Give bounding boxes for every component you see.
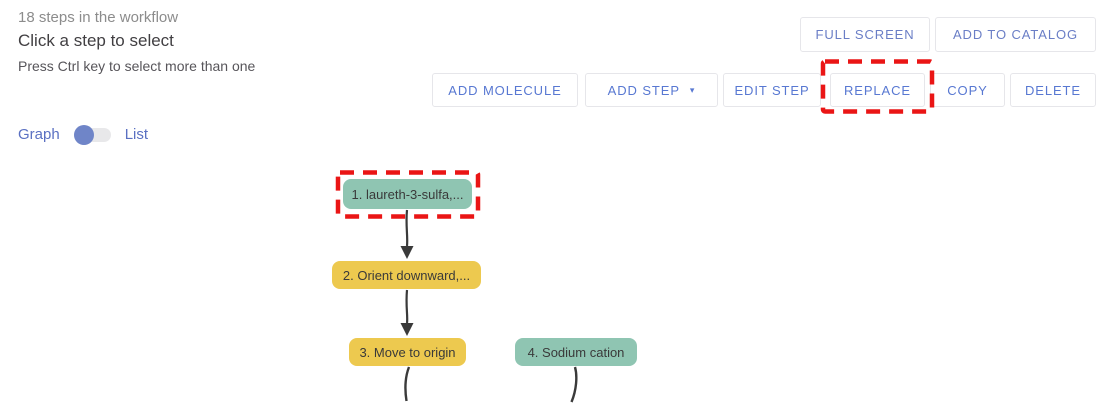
replace-label: REPLACE [844,82,911,98]
edge-2-3 [405,289,409,324]
copy-label: COPY [947,82,988,98]
graph-view-label[interactable]: Graph [18,126,60,143]
replace-button[interactable]: REPLACE [830,73,925,107]
arrowhead-2-3 [400,323,414,336]
full-screen-label: FULL SCREEN [815,27,915,42]
toggle-knob [73,124,94,145]
multi-select-hint: Press Ctrl key to select more than one [18,58,256,74]
full-screen-button[interactable]: FULL SCREEN [800,17,930,52]
steps-count-label: 18 steps in the workflow [18,9,179,26]
info-panel: 18 steps in the workflow Click a step to… [18,8,268,77]
add-molecule-label: ADD MOLECULE [448,82,562,98]
chevron-down-icon: ▾ [689,84,696,95]
add-to-catalog-label: ADD TO CATALOG [952,27,1079,42]
workflow-node-3[interactable]: 3. Move to origin [349,338,466,366]
arrowhead-1-2 [400,246,414,259]
view-toggle-switch[interactable] [73,124,111,145]
add-to-catalog-button[interactable]: ADD TO CATALOG [935,17,1096,52]
copy-button[interactable]: COPY [930,73,1005,107]
workflow-node-4[interactable]: 4. Sodium cation [515,338,637,366]
add-step-label: ADD STEP [607,82,680,98]
edit-step-button[interactable]: EDIT STEP [723,73,821,107]
list-view-label[interactable]: List [124,126,149,143]
select-instruction: Click a step to select [18,31,174,50]
view-toggle: Graph List [18,124,149,145]
workflow-node-1[interactable]: 1. laureth-3-sulfa,... [343,179,472,209]
add-molecule-button[interactable]: ADD MOLECULE [432,73,578,107]
delete-label: DELETE [1025,82,1081,98]
edge-3-offscreen [404,366,411,402]
edge-1-2 [405,209,409,247]
edit-step-label: EDIT STEP [734,82,810,98]
delete-button[interactable]: DELETE [1010,73,1096,107]
workflow-node-2[interactable]: 2. Orient downward,... [332,261,481,289]
edge-4-offscreen [570,366,578,403]
add-step-button[interactable]: ADD STEP ▾ [585,73,718,107]
